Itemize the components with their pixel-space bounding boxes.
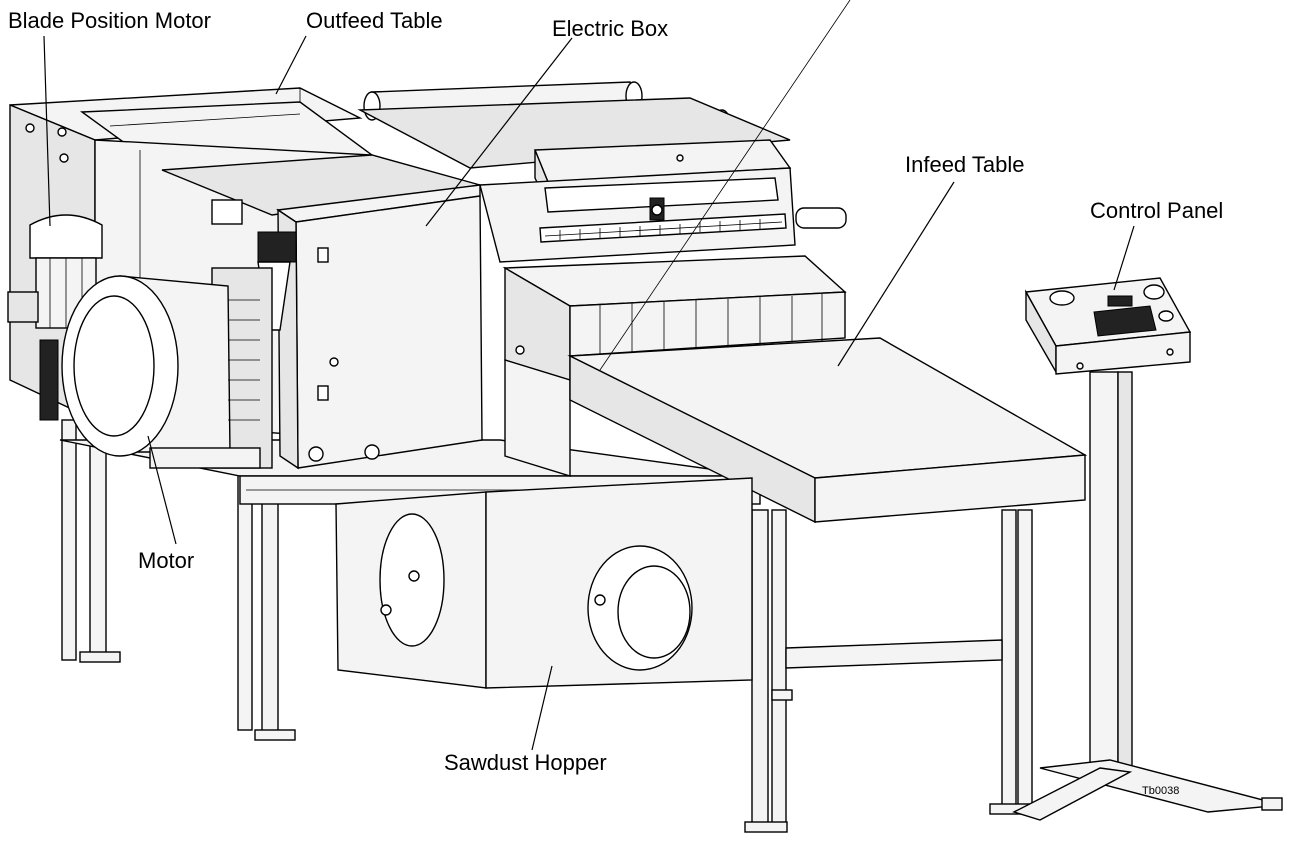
electric-box <box>257 184 483 470</box>
motor-cooling-fins <box>228 299 260 421</box>
label-motor: Motor <box>138 548 194 573</box>
control-panel <box>1012 277 1283 821</box>
main-motor <box>61 267 273 469</box>
label-outfeed-table: Outfeed Table <box>306 8 443 33</box>
top-rollers <box>357 81 847 263</box>
figure-id: Tb0038 <box>1142 785 1179 797</box>
sawdust-hopper <box>335 477 753 689</box>
leader-control-panel <box>1113 225 1135 291</box>
leader-electric-box <box>425 37 573 227</box>
label-sawdust-hopper: Sawdust Hopper <box>444 750 607 775</box>
leader-blade-position-motor <box>43 35 51 227</box>
infeed-guard <box>502 255 847 477</box>
measurement-scale <box>544 219 783 240</box>
label-blade-position-motor: Blade Position Motor <box>8 8 211 33</box>
label-infeed-table: Infeed Table <box>905 152 1024 177</box>
label-electric-box: Electric Box <box>552 16 668 41</box>
leader-sawdust-hopper <box>531 665 553 751</box>
leader-motor <box>147 435 177 545</box>
callout-labels: Blade Position Motor Outfeed Table Elect… <box>8 8 1223 797</box>
leader-lines <box>43 35 1135 751</box>
leader-infeed-table <box>837 181 955 367</box>
infeed-table <box>567 0 1088 524</box>
label-control-panel: Control Panel <box>1090 198 1223 223</box>
leader-outfeed-table <box>275 35 307 95</box>
